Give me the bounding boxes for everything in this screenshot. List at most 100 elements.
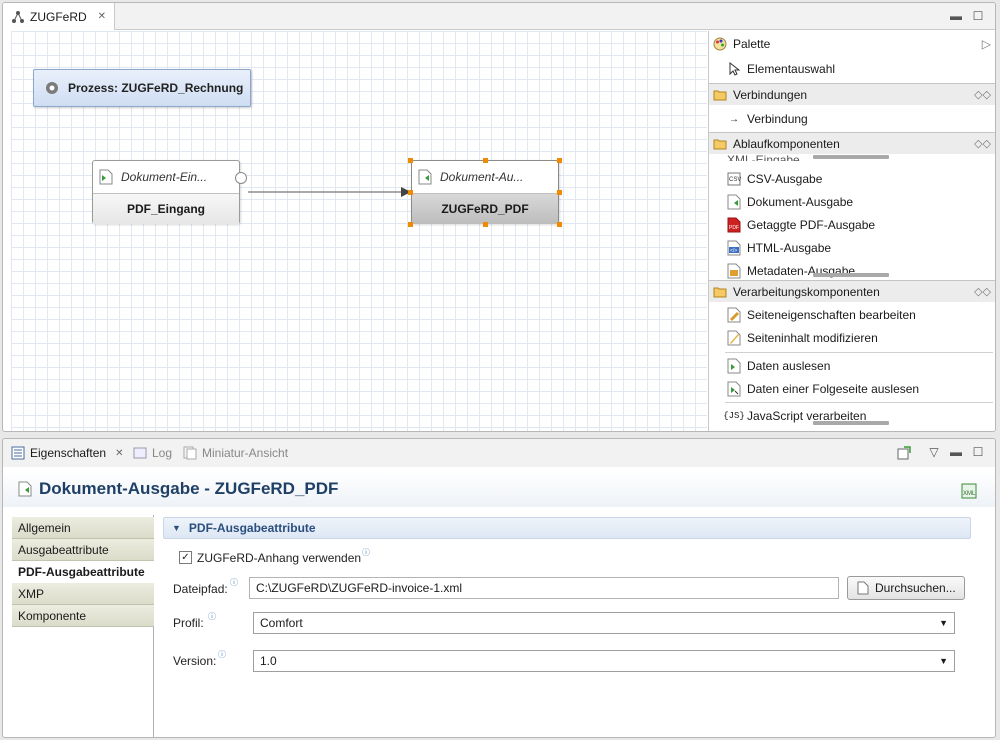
scroll-down-handle[interactable] — [813, 273, 889, 277]
sidebar-item-ausgabeattribute[interactable]: Ausgabeattribute — [12, 539, 154, 561]
pdf-icon: PDF — [727, 217, 741, 233]
collapse-icon[interactable]: ◇◇ — [974, 138, 991, 150]
csv-icon: CSV — [727, 172, 741, 186]
sidebar-item-xmp[interactable]: XMP — [12, 583, 154, 605]
editor-tab[interactable]: ZUGFeRD ✕ — [3, 3, 116, 30]
palette-item-html[interactable]: </> HTML-Ausgabe — [709, 237, 995, 259]
section-header[interactable]: ▼ PDF-Ausgabeattribute — [163, 517, 971, 539]
tab-log[interactable]: Log — [133, 439, 172, 467]
document-input-icon — [99, 169, 113, 185]
metadata-icon — [727, 263, 741, 279]
view-menu-icon[interactable]: ▽ — [929, 445, 939, 459]
file-icon — [856, 581, 870, 595]
minimize-icon[interactable]: ▬ — [950, 445, 962, 459]
arrow-cursor-icon — [727, 62, 741, 76]
version-select[interactable]: 1.0 ▼ — [253, 650, 955, 672]
sidebar-item-pdf-ausgabeattribute[interactable]: PDF-Ausgabeattribute — [12, 561, 154, 583]
svg-text:PDF: PDF — [729, 225, 739, 231]
path-value: C:\ZUGFeRD\ZUGFeRD-invoice-1.xml — [256, 581, 463, 595]
palette-item-doc-output[interactable]: Dokument-Ausgabe — [709, 191, 995, 213]
html-icon: </> — [727, 240, 741, 256]
profile-select[interactable]: Comfort ▼ — [253, 612, 955, 634]
palette-item-label: Daten auslesen — [747, 359, 831, 373]
palette-item-javascript[interactable]: {JS} JavaScript verarbeiten — [709, 405, 995, 427]
node-name: ZUGFeRD_PDF — [412, 194, 558, 224]
node-zugferd-pdf[interactable]: Dokument-Au... ZUGFeRD_PDF — [411, 160, 559, 224]
connection-line[interactable] — [3, 3, 703, 423]
sidebar-item-allgemein[interactable]: Allgemein — [12, 517, 154, 539]
resize-handle[interactable] — [483, 158, 488, 163]
browse-button[interactable]: Durchsuchen... — [847, 576, 965, 600]
maximize-icon[interactable]: ☐ — [972, 445, 984, 459]
maximize-icon[interactable]: ☐ — [972, 9, 984, 23]
palette-header[interactable]: Palette ▷ — [709, 33, 995, 55]
scroll-up-handle[interactable] — [813, 155, 889, 159]
palette-item-read-next-page[interactable]: Daten einer Folgeseite auslesen — [709, 378, 995, 400]
palette-item-metadata[interactable]: Metadaten-Ausgabe — [709, 260, 995, 282]
palette-item-tagged-pdf[interactable]: PDF Getaggte PDF-Ausgabe — [709, 214, 995, 236]
svg-text:</>: </> — [730, 248, 737, 254]
folder-icon — [713, 137, 727, 151]
scroll-down-handle[interactable] — [813, 421, 889, 425]
workflow-icon — [11, 10, 25, 24]
node-pdf-eingang[interactable]: Dokument-Ein... PDF_Eingang — [92, 160, 240, 224]
pin-icon[interactable] — [897, 446, 911, 460]
expand-right-icon[interactable]: ▷ — [981, 37, 991, 51]
info-icon: ⓘ — [218, 650, 226, 659]
node-type-label: Dokument-Ein... — [121, 170, 208, 184]
resize-handle[interactable] — [483, 222, 488, 227]
process-box[interactable]: Prozess: ZUGFeRD_Rechnung — [33, 69, 251, 107]
profile-label: Profil: — [173, 616, 204, 630]
tab-label: Miniatur-Ansicht — [202, 446, 289, 460]
palette-item-page-content[interactable]: Seiteninhalt modifizieren — [709, 327, 995, 349]
palette-item-read-data[interactable]: Daten auslesen — [709, 355, 995, 377]
resize-handle[interactable] — [557, 158, 562, 163]
tab-label: Log — [152, 446, 173, 460]
palette-group-processing[interactable]: Verarbeitungskomponenten ◇◇ — [709, 280, 995, 302]
tab-miniatur[interactable]: Miniatur-Ansicht — [183, 439, 288, 467]
palette-item-clipped[interactable]: XML-Eingabe — [709, 149, 995, 161]
read-data-icon — [727, 358, 741, 374]
xml-icon[interactable]: XML — [961, 483, 977, 502]
zugferd-attachment-checkbox[interactable]: ✓ — [179, 551, 192, 564]
palette-group-flow[interactable]: Ablaufkomponenten ◇◇ — [709, 132, 995, 154]
palette-item-select[interactable]: Elementauswahl — [709, 58, 995, 80]
editor-tab-label: ZUGFeRD — [30, 9, 87, 24]
resize-handle[interactable] — [408, 222, 413, 227]
properties-title-bar: Dokument-Ausgabe - ZUGFeRD_PDF — [3, 471, 995, 507]
collapse-icon[interactable]: ◇◇ — [974, 286, 991, 298]
resize-handle[interactable] — [408, 190, 413, 195]
resize-handle[interactable] — [557, 222, 562, 227]
collapse-triangle-icon: ▼ — [172, 523, 181, 533]
document-output-icon — [418, 169, 432, 185]
diagram-editor: ZUGFeRD ✕ ▬ ☐ Prozess: ZUGFeRD_Rechnung … — [2, 2, 996, 432]
minimize-icon[interactable]: ▬ — [950, 9, 962, 23]
resize-handle[interactable] — [408, 158, 413, 163]
tab-eigenschaften[interactable]: Eigenschaften ✕ — [11, 439, 123, 467]
close-icon[interactable]: ✕ — [115, 447, 124, 459]
close-icon[interactable]: ✕ — [97, 11, 107, 22]
palette-icon — [713, 37, 727, 51]
path-field[interactable]: C:\ZUGFeRD\ZUGFeRD-invoice-1.xml — [249, 577, 839, 599]
palette-item-connection[interactable]: → Verbindung — [709, 108, 995, 130]
path-label: Dateipfad: — [173, 582, 228, 596]
pencil-page-icon — [727, 330, 741, 346]
diagram-canvas[interactable] — [11, 31, 707, 431]
palette-item-page-properties[interactable]: Seiteneigenschaften bearbeiten — [709, 304, 995, 326]
output-port[interactable] — [235, 172, 247, 184]
read-next-page-icon — [727, 381, 741, 397]
document-output-icon — [17, 481, 33, 497]
palette-item-label: HTML-Ausgabe — [747, 241, 832, 255]
palette-group-connections[interactable]: Verbindungen ◇◇ — [709, 83, 995, 105]
node-type-row: Dokument-Au... — [412, 161, 558, 194]
collapse-icon[interactable]: ◇◇ — [974, 89, 991, 101]
palette-item-csv[interactable]: CSV CSV-Ausgabe — [709, 168, 995, 190]
palette-divider — [725, 352, 993, 353]
sidebar-item-komponente[interactable]: Komponente — [12, 605, 154, 627]
node-name: PDF_Eingang — [93, 194, 239, 224]
palette-item-label: Elementauswahl — [747, 62, 836, 76]
resize-handle[interactable] — [557, 190, 562, 195]
dropdown-arrow-icon: ▼ — [939, 656, 948, 666]
tab-label: Eigenschaften — [30, 446, 107, 460]
sidebar-item-label: Komponente — [18, 608, 87, 623]
